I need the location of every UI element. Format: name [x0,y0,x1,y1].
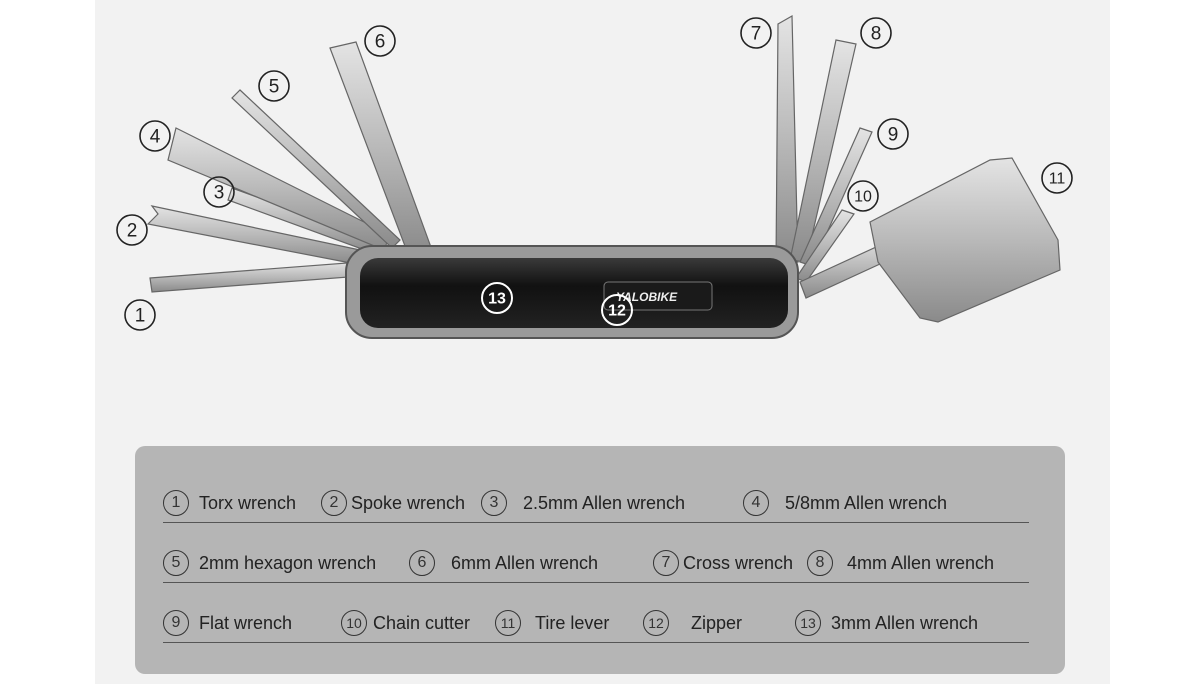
blade-spoke [146,205,361,265]
blade-cross [775,14,799,263]
callout-10: 10 [847,180,879,212]
legend-item: 5 2mm hexagon wrench [163,546,376,580]
svg-text:9: 9 [888,125,899,146]
callout-5: 5 [258,70,290,102]
left-margin [0,0,95,684]
svg-text:12: 12 [608,303,626,320]
legend-number: 6 [409,550,435,576]
callout-7: 7 [740,17,772,49]
svg-text:3: 3 [214,183,225,204]
callout-4: 4 [139,120,171,152]
callout-3: 3 [203,176,235,208]
legend-item: 13 3mm Allen wrench [795,606,978,640]
brand-logo: YALOBIKE [616,290,678,304]
legend-label: 2.5mm Allen wrench [523,492,686,513]
legend-number: 13 [795,610,821,636]
legend-number: 7 [653,550,679,576]
legend-item: 1 Torx wrench [163,486,296,520]
legend-item: 10 Chain cutter [341,606,470,640]
blade-torx [149,261,363,293]
legend-item: 3 2.5mm Allen wrench [481,486,685,520]
legend-label: Chain cutter [373,612,471,633]
chain-cutter-block [869,157,1061,323]
legend-item: 11 Tire lever [495,606,609,640]
legend-number: 5 [163,550,189,576]
tool-blades-right [775,14,1061,323]
svg-text:13: 13 [488,291,506,308]
tool-body-inner [360,258,788,328]
legend-number: 12 [643,610,669,636]
legend-label: Tire lever [535,612,610,633]
callout-13: 13 [481,282,513,314]
callout-2: 2 [116,214,148,246]
legend-label: Torx wrench [199,492,297,513]
legend-label: 6mm Allen wrench [451,552,599,573]
svg-text:2: 2 [127,221,138,242]
legend-number: 9 [163,610,189,636]
legend-label: 5/8mm Allen wrench [785,492,948,513]
legend-label: 4mm Allen wrench [847,552,995,573]
legend-number: 10 [341,610,367,636]
legend-label: Zipper [691,612,743,633]
legend-item: 6 6mm Allen wrench [409,546,598,580]
legend-number: 1 [163,490,189,516]
legend-row: 9 Flat wrench 10 Chain cutter 11 Tire lever… [163,606,1029,643]
legend-label: Cross wrench [683,552,794,573]
right-margin [1110,0,1200,684]
svg-text:8: 8 [871,24,882,45]
callout-8: 8 [860,17,892,49]
svg-text:6: 6 [375,32,386,53]
legend-number: 4 [743,490,769,516]
legend-number: 11 [495,610,521,636]
svg-text:1: 1 [135,306,146,327]
callout-6: 6 [364,25,396,57]
legend-label: Spoke wrench [351,492,466,513]
legend-number: 8 [807,550,833,576]
svg-text:4: 4 [150,127,161,148]
legend-label: Flat wrench [199,612,293,633]
legend-item: 4 5/8mm Allen wrench [743,486,947,520]
callout-9: 9 [877,118,909,150]
svg-text:5: 5 [269,77,280,98]
legend-number: 3 [481,490,507,516]
legend-number: 2 [321,490,347,516]
callout-12: 12 [601,294,633,326]
callout-11: 11 [1041,162,1073,194]
callout-1: 1 [124,299,156,331]
svg-text:11: 11 [1049,171,1066,188]
svg-text:10: 10 [854,189,872,206]
legend-item: 12 Zipper [643,606,742,640]
svg-text:7: 7 [751,24,762,45]
legend-item: 8 4mm Allen wrench [807,546,994,580]
legend-item: 9 Flat wrench [163,606,292,640]
legend-label: 3mm Allen wrench [831,612,979,633]
tool-blades-left [146,41,433,293]
legend-label: 2mm hexagon wrench [199,552,377,573]
